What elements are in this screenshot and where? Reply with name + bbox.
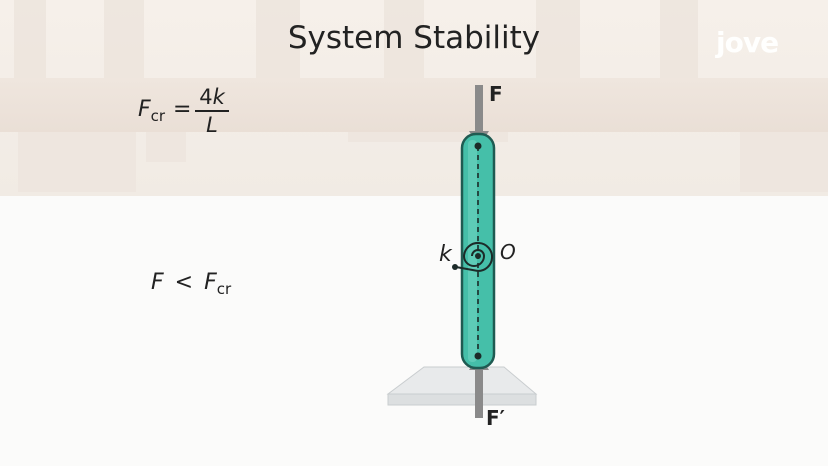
force-bottom-arrow-shaft bbox=[475, 369, 483, 418]
stability-condition: F < Fcr bbox=[151, 270, 231, 298]
formula-lhs: Fcr bbox=[138, 97, 166, 125]
formula-lhs-subscript: cr bbox=[150, 107, 166, 125]
page-title: System Stability bbox=[287, 20, 541, 56]
condition-rhs-symbol: F bbox=[204, 270, 217, 295]
spring-constant-label: k bbox=[439, 242, 452, 267]
background-post bbox=[660, 0, 698, 78]
spring-anchor bbox=[452, 264, 458, 270]
top-pin bbox=[474, 142, 482, 150]
formula-lhs-symbol: F bbox=[138, 97, 151, 122]
background-shelf-leg bbox=[146, 132, 186, 162]
background-shelf-leg bbox=[348, 132, 508, 142]
formula-equals: = bbox=[173, 97, 192, 122]
formula-fraction: 4k L bbox=[195, 85, 229, 137]
torsional-spring-icon bbox=[455, 241, 494, 273]
formula-numerator: 4k bbox=[195, 85, 229, 112]
condition-rhs-subscript: cr bbox=[216, 280, 232, 298]
background-post bbox=[384, 0, 424, 78]
pivot-point bbox=[475, 253, 481, 259]
background-post bbox=[256, 0, 300, 78]
background-shelf bbox=[0, 78, 828, 132]
base-support-plate bbox=[387, 393, 537, 406]
force-top-label: F bbox=[489, 82, 503, 106]
base-support-top bbox=[386, 366, 538, 395]
column-rod-highlight bbox=[468, 140, 477, 362]
condition-operator: < bbox=[174, 270, 194, 295]
background-shelf-leg bbox=[18, 132, 136, 192]
background-post bbox=[14, 0, 46, 78]
formula-numerator-symbol: k bbox=[212, 85, 225, 109]
force-bottom-label: F′ bbox=[486, 406, 505, 430]
background-post bbox=[104, 0, 144, 78]
force-top-arrow-shaft bbox=[475, 85, 483, 133]
condition-lhs: F bbox=[151, 270, 164, 295]
critical-force-formula: Fcr = 4k L bbox=[138, 85, 238, 147]
background-floor bbox=[0, 196, 828, 466]
background-shelf-leg bbox=[740, 132, 828, 192]
bottom-pin bbox=[474, 352, 482, 360]
formula-denominator: L bbox=[206, 113, 218, 137]
pivot-label: O bbox=[500, 240, 516, 264]
brand-logo: jove bbox=[716, 26, 779, 59]
formula-numerator-coefficient: 4 bbox=[199, 85, 213, 109]
background-post bbox=[536, 0, 580, 78]
